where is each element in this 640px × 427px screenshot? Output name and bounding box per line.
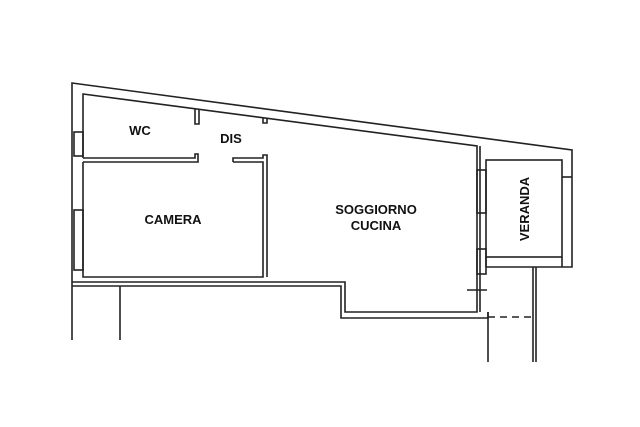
wall-stub xyxy=(262,118,268,124)
door-jamb xyxy=(476,248,487,275)
inner-bottom-wall xyxy=(72,285,489,319)
window xyxy=(476,169,487,214)
room-label-cucina: CUCINA xyxy=(351,218,402,233)
wc-wall xyxy=(83,153,199,163)
outer-wall xyxy=(71,82,573,340)
room-label-wc: WC xyxy=(129,123,151,138)
dis-wall xyxy=(232,154,268,277)
window xyxy=(73,209,84,271)
inner-top-wall xyxy=(72,93,478,313)
room-label-dis: DIS xyxy=(220,131,242,146)
wall-stub xyxy=(194,109,200,125)
window xyxy=(73,131,84,157)
room-label-soggiorno: SOGGIORNO xyxy=(335,202,417,217)
room-label-camera: CAMERA xyxy=(144,212,202,227)
room-label-veranda: VERANDA xyxy=(517,176,532,241)
walls xyxy=(71,82,573,362)
